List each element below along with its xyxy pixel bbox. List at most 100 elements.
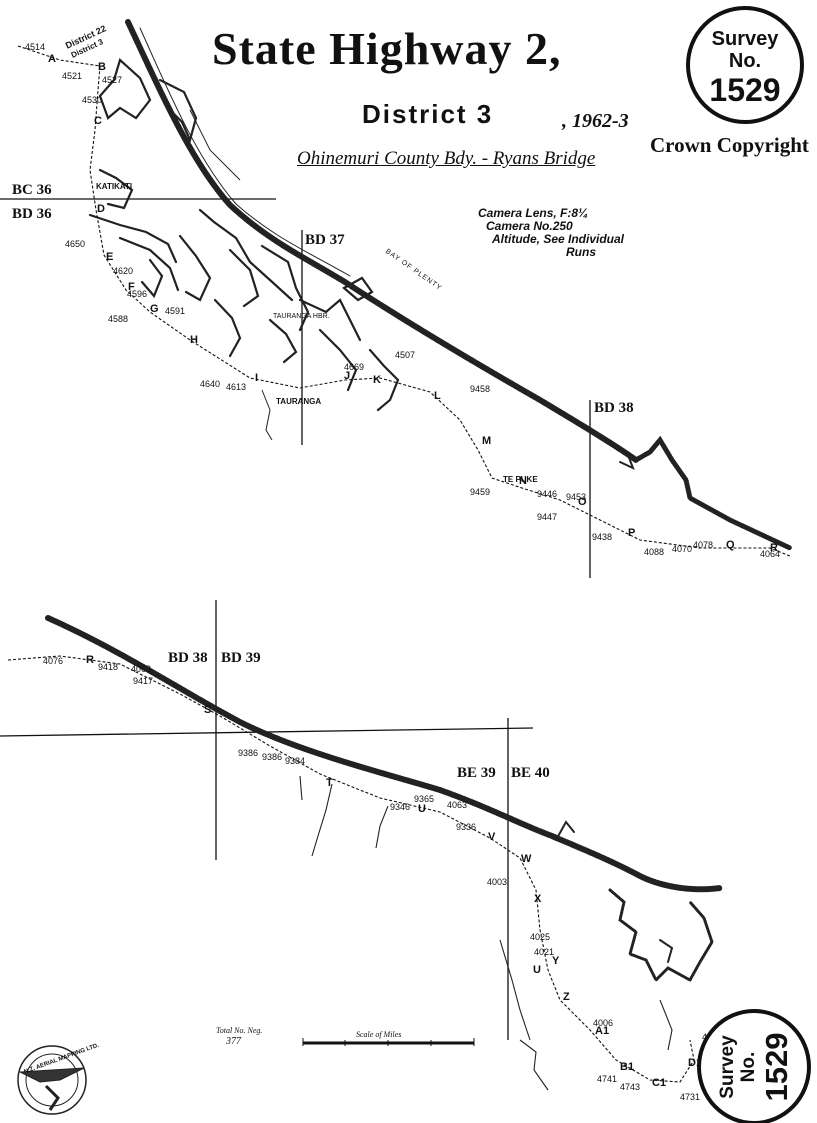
photo-number-bottom-1: 9418 — [98, 662, 118, 672]
place-tauranga: TAURANGA — [276, 397, 322, 406]
photo-number-bottom-5: 9386 — [262, 752, 282, 762]
survey-number-seal-top: Survey No. 1529 — [686, 6, 804, 124]
photo-number-top-9: 4640 — [200, 379, 220, 389]
photo-number-top-5: 4620 — [113, 266, 133, 276]
photo-number-bottom-16: 4743 — [620, 1082, 640, 1092]
run-letter-top-1: B — [98, 61, 106, 73]
highway-route-top — [17, 45, 791, 557]
sheet-label-bd39: BD 39 — [221, 650, 261, 666]
sheet-label-bc36: BC 36 — [12, 182, 52, 198]
sheet-label-bd38-lower: BD 38 — [168, 650, 208, 666]
seal-survey-label: Survey — [717, 1035, 738, 1099]
sheet-label-bd36: BD 36 — [12, 206, 52, 222]
run-letter-top-12: M — [482, 435, 491, 447]
photo-number-top-22: 4064 — [760, 549, 780, 559]
run-letter-top-8: I — [255, 372, 258, 384]
total-negatives-label: Total No. Neg. — [216, 1026, 263, 1035]
run-letter-top-10: K — [373, 374, 381, 386]
photo-number-top-3: 4530 — [82, 95, 102, 105]
run-letter-bottom-4: V — [488, 831, 496, 843]
camera-runs: Runs — [566, 245, 596, 259]
photo-number-bottom-7: 9365 — [414, 794, 434, 804]
sheet-label-bd38: BD 38 — [594, 400, 634, 416]
title-district: District 3 — [362, 99, 494, 129]
run-letter-bottom-9: Z — [563, 991, 570, 1003]
run-letter-bottom-8: Y — [552, 955, 560, 967]
run-letter-top-9: J — [344, 370, 350, 382]
run-letter-top-0: A — [48, 53, 56, 65]
photo-number-top-6: 4591 — [165, 306, 185, 316]
seal-no-label: No. — [738, 1051, 759, 1083]
place-katikati: KATIKATI — [96, 182, 133, 191]
run-letter-top-16: Q — [726, 539, 735, 551]
photo-number-bottom-14: 4006 — [593, 1018, 613, 1028]
camera-altitude: Altitude, See Individual — [492, 232, 625, 246]
photo-number-bottom-2: 4063 — [131, 664, 151, 674]
harbour-inlets — [88, 58, 400, 412]
photo-number-bottom-12: 4025 — [530, 932, 550, 942]
run-letter-bottom-12: C1 — [652, 1077, 666, 1089]
place-tauranga-harbour: TAURANGA HBR. — [273, 313, 330, 320]
route-section-subtitle: Ohinemuri County Bdy. - Ryans Bridge — [297, 148, 596, 169]
scale-bar — [302, 1038, 475, 1046]
run-letter-top-5: F — [128, 281, 135, 293]
photo-number-bottom-11: 4003 — [487, 877, 507, 887]
run-letter-bottom-6: X — [534, 893, 542, 905]
run-letter-top-17: R — [770, 542, 778, 554]
photo-number-top-17: 9453 — [566, 492, 586, 502]
run-letter-top-2: C — [94, 115, 102, 127]
run-letter-top-14: O — [578, 496, 587, 508]
photo-number-top-19: 4088 — [644, 547, 664, 557]
run-letter-top-7: H — [190, 334, 198, 346]
run-letter-bottom-0: R — [86, 654, 94, 666]
run-letter-top-13: N — [519, 475, 527, 487]
sheet-label-be40: BE 40 — [511, 765, 550, 781]
photo-number-top-20: 4070 — [672, 544, 692, 554]
run-letter-top-11: L — [434, 390, 441, 402]
photo-number-top-14: 9459 — [470, 487, 490, 497]
rivers-bottom — [299, 775, 673, 1091]
survey-number-seal-bottom: Survey No. 1529 — [697, 1009, 811, 1123]
run-letter-bottom-1: S — [204, 704, 211, 716]
photo-number-top-10: 4613 — [226, 382, 246, 392]
aerial-mapping-logo-emblem — [17, 1045, 87, 1115]
photo-number-top-0: 4514 — [25, 42, 45, 52]
photo-number-top-4: 4650 — [65, 239, 85, 249]
coastline-top — [125, 19, 793, 551]
sheet-label-be39: BE 39 — [457, 765, 496, 781]
coastline-bottom — [45, 615, 723, 983]
photo-number-bottom-15: 4741 — [597, 1074, 617, 1084]
seal-survey-label: Survey — [711, 28, 779, 50]
photo-number-bottom-17: 4731 — [680, 1092, 700, 1102]
photo-number-top-18: 9438 — [592, 532, 612, 542]
run-letter-bottom-10: A1 — [595, 1025, 609, 1037]
highway-route-bottom — [7, 655, 695, 1083]
run-letter-top-3: D — [97, 203, 105, 215]
crown-copyright: Crown Copyright — [650, 133, 809, 157]
title-year: , 1962-3 — [562, 110, 629, 132]
photo-number-top-12: 4507 — [395, 350, 415, 360]
photo-number-top-15: 9446 — [537, 489, 557, 499]
run-letter-top-6: G — [150, 303, 159, 315]
photo-number-bottom-10: 9336 — [456, 822, 476, 832]
place-te-puke: TE PUKE — [503, 475, 538, 484]
photo-number-bottom-3: 9417 — [133, 676, 153, 686]
scale-of-miles-label: Scale of Miles — [356, 1030, 402, 1039]
photo-number-top-16: 9447 — [537, 512, 557, 522]
run-letter-bottom-11: B1 — [620, 1061, 634, 1073]
rivers-top — [189, 109, 273, 441]
sheet-grid-lines — [0, 198, 591, 1040]
total-negatives-value: 377 — [226, 1036, 241, 1047]
seal-no-label: No. — [728, 50, 762, 72]
photo-number-bottom-13: 4021 — [534, 947, 554, 957]
photo-number-top-1: 4521 — [62, 71, 82, 81]
photo-number-top-7: 4596 — [127, 289, 147, 299]
run-letter-bottom-7: U — [533, 964, 541, 976]
seal-number: 1529 — [709, 72, 781, 108]
run-letter-top-4: E — [106, 251, 113, 263]
